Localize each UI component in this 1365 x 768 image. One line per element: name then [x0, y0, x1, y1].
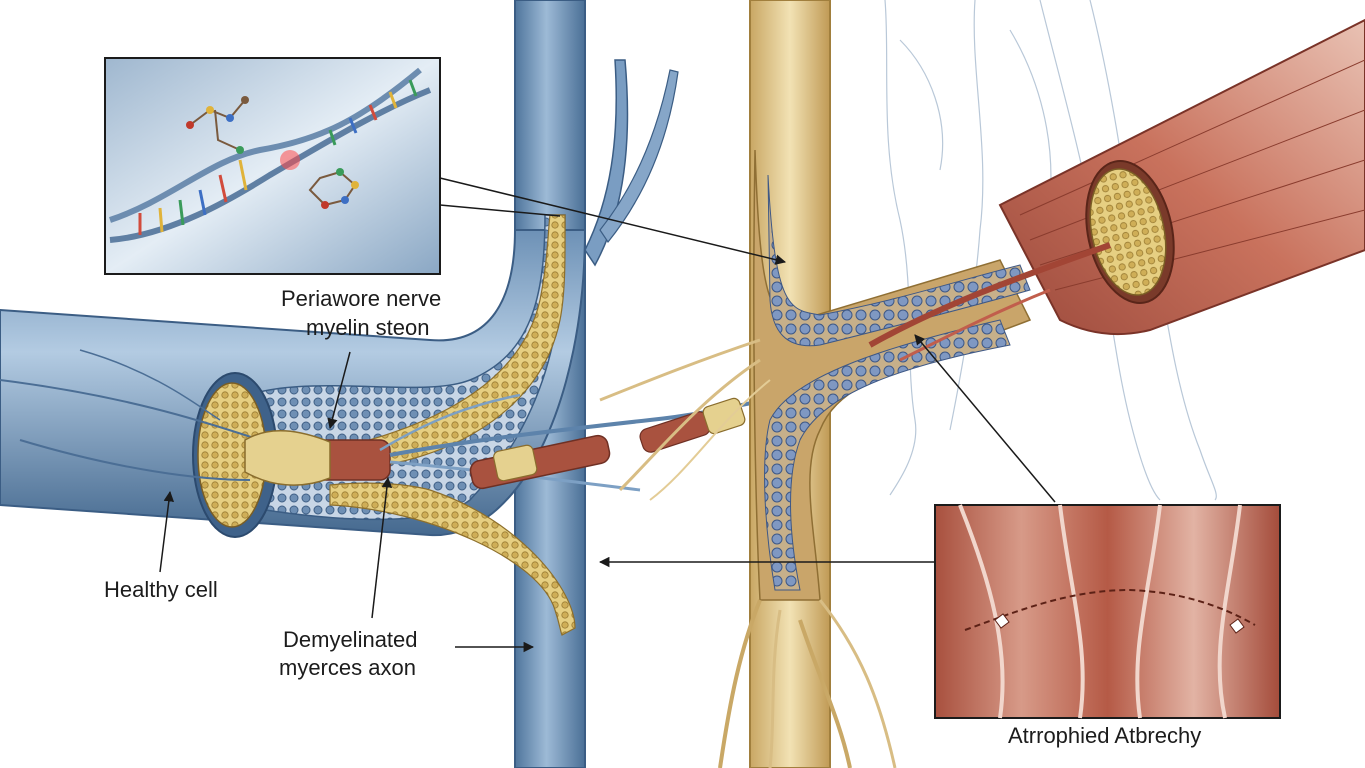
demyelinated-axon-label-line1: Demyelinated [283, 627, 418, 652]
leader-lines [159, 177, 1056, 653]
gold-nerve [599, 0, 1032, 768]
healthy-cell-label: Healthy cell [104, 577, 218, 602]
demyelinated-axon-label-line2: myerces axon [279, 655, 416, 680]
atrophied-muscle-inset [934, 504, 1281, 719]
blue-nerve [0, 0, 791, 768]
myelin-sheath-label-line2: myelin steon [306, 315, 430, 340]
myelin-sheath-label-line1: Periawore nerve [281, 286, 442, 311]
dna-inset [104, 57, 441, 275]
atrophied-muscle-label: Atrrophied Atbrechy [1008, 723, 1202, 748]
muscle-bundle [868, 18, 1365, 362]
